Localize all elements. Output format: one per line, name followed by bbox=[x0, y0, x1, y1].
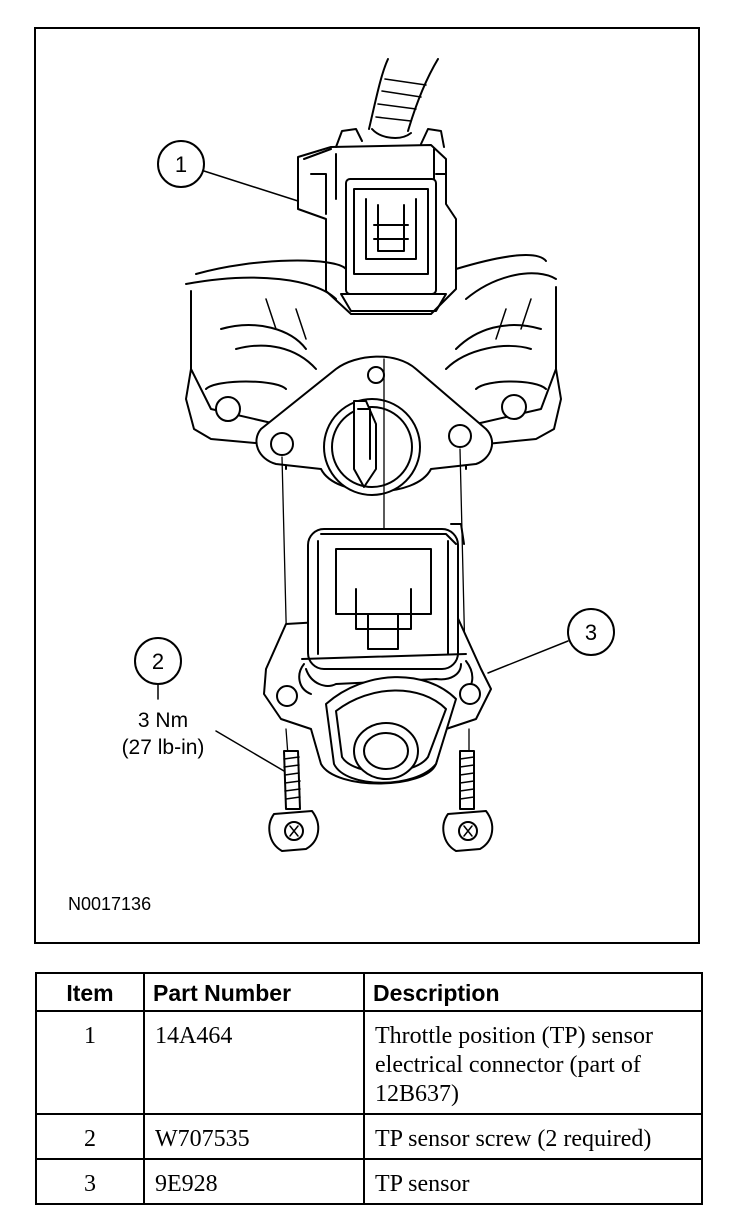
torque-spec: 3 Nm (27 lb-in) bbox=[98, 707, 228, 761]
header-item: Item bbox=[35, 972, 145, 1012]
callout-3: 3 bbox=[487, 608, 615, 674]
electrical-connector bbox=[297, 128, 457, 315]
mounting-flange bbox=[255, 355, 494, 496]
screw-left bbox=[268, 728, 320, 852]
callout-1-number: 1 bbox=[175, 152, 187, 177]
cell-item: 3 bbox=[35, 1158, 145, 1205]
throttle-body bbox=[185, 254, 562, 470]
table-row: 1 14A464 Throttle position (TP) sensor e… bbox=[35, 1010, 703, 1115]
callout-1: 1 bbox=[157, 140, 299, 202]
callout-3-number: 3 bbox=[585, 620, 597, 645]
header-description: Description bbox=[363, 972, 703, 1012]
table-header-row: Item Part Number Description bbox=[35, 972, 703, 1012]
parts-table: Item Part Number Description 1 14A464 Th… bbox=[35, 972, 703, 1205]
wire-harness bbox=[368, 58, 439, 139]
callout-2: 2 bbox=[134, 637, 285, 772]
cell-description: Throttle position (TP) sensor electrical… bbox=[363, 1010, 703, 1115]
cell-part-number: W707535 bbox=[143, 1113, 365, 1160]
cell-description: TP sensor bbox=[363, 1158, 703, 1205]
torque-metric: 3 Nm bbox=[137, 709, 189, 732]
header-part-number: Part Number bbox=[143, 972, 365, 1012]
torque-imperial: (27 lb-in) bbox=[121, 736, 205, 759]
illustration-frame: 1 2 3 3 Nm (27 lb-in) N0017136 bbox=[34, 27, 700, 944]
cell-description: TP sensor screw (2 required) bbox=[363, 1113, 703, 1160]
table-row: 3 9E928 TP sensor bbox=[35, 1158, 703, 1205]
tp-sensor-exploded-view: 1 2 3 bbox=[134, 58, 615, 852]
callout-2-number: 2 bbox=[152, 649, 164, 674]
tp-sensor-screws bbox=[268, 728, 494, 852]
cell-item: 1 bbox=[35, 1010, 145, 1115]
cell-part-number: 14A464 bbox=[143, 1010, 365, 1115]
cell-part-number: 9E928 bbox=[143, 1158, 365, 1205]
screw-right bbox=[442, 728, 494, 852]
figure-id: N0017136 bbox=[68, 894, 152, 914]
cell-item: 2 bbox=[35, 1113, 145, 1160]
tp-sensor bbox=[263, 523, 492, 785]
table-row: 2 W707535 TP sensor screw (2 required) bbox=[35, 1113, 703, 1160]
